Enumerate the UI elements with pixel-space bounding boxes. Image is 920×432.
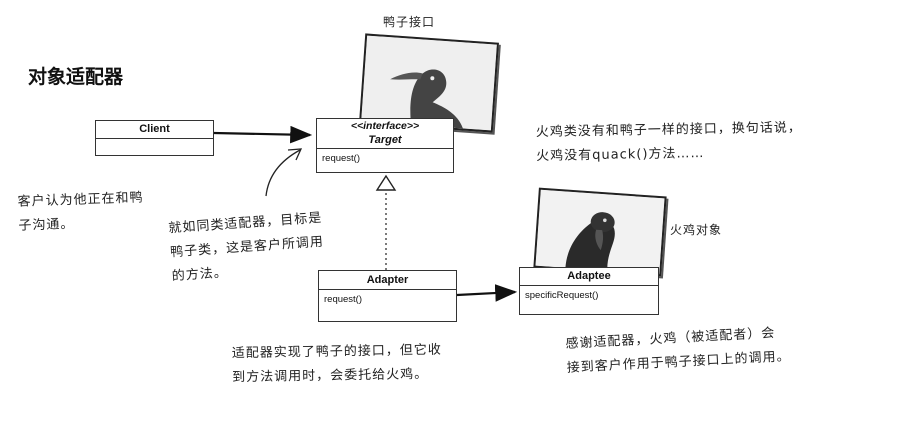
- bottom-note: 适配器实现了鸭子的接口，但它收 到方法调用时，会委托给火鸡。: [232, 338, 493, 391]
- target-interface: <<interface>> Target request(): [316, 118, 454, 173]
- adaptee-operation: specificRequest(): [525, 290, 599, 301]
- adapter-class: Adapter request(): [318, 270, 457, 322]
- adapter-note: 就如同类适配器，目标是 鸭子类，这是客户所调用 的方法。: [168, 203, 383, 289]
- curved-pointer-arrowhead: [287, 148, 303, 161]
- client-target-arrow: [213, 125, 313, 144]
- bottom-note-line: 到方法调用时，会委托给火鸡。: [232, 366, 429, 386]
- client-class: Client: [95, 120, 214, 156]
- curved-pointer-arrow: [265, 149, 301, 197]
- target-name: Target: [368, 134, 402, 146]
- target-stereotype: <<interface>>: [350, 120, 420, 132]
- target-header: <<interface>> Target: [317, 119, 453, 149]
- adapter-operation: request(): [324, 294, 363, 305]
- page-title: 对象适配器: [28, 66, 124, 88]
- duck-photo: [359, 33, 499, 133]
- realization-triangle: [375, 174, 397, 191]
- client-class-name: Client: [96, 121, 213, 139]
- turkey-photo: [533, 187, 667, 277]
- client-note: 客户认为他正在和鸭 子沟通。: [17, 185, 179, 239]
- adaptee-class-name: Adaptee: [520, 268, 658, 286]
- duck-photo-label: 鸭子接口: [383, 15, 436, 29]
- turkey-photo-label: 火鸡对象: [670, 223, 723, 237]
- duck-illustration: [361, 35, 497, 131]
- adapter-class-name: Adapter: [319, 271, 456, 290]
- adaptee-class: Adaptee specificRequest(): [519, 267, 659, 315]
- target-operation: request(): [322, 153, 361, 164]
- adapter-adaptee-arrow: [456, 284, 518, 302]
- turkey-illustration: [535, 189, 665, 275]
- turkey-note: 火鸡类没有和鸭子一样的接口，换句话说， 火鸡没有quack()方法……: [536, 115, 877, 169]
